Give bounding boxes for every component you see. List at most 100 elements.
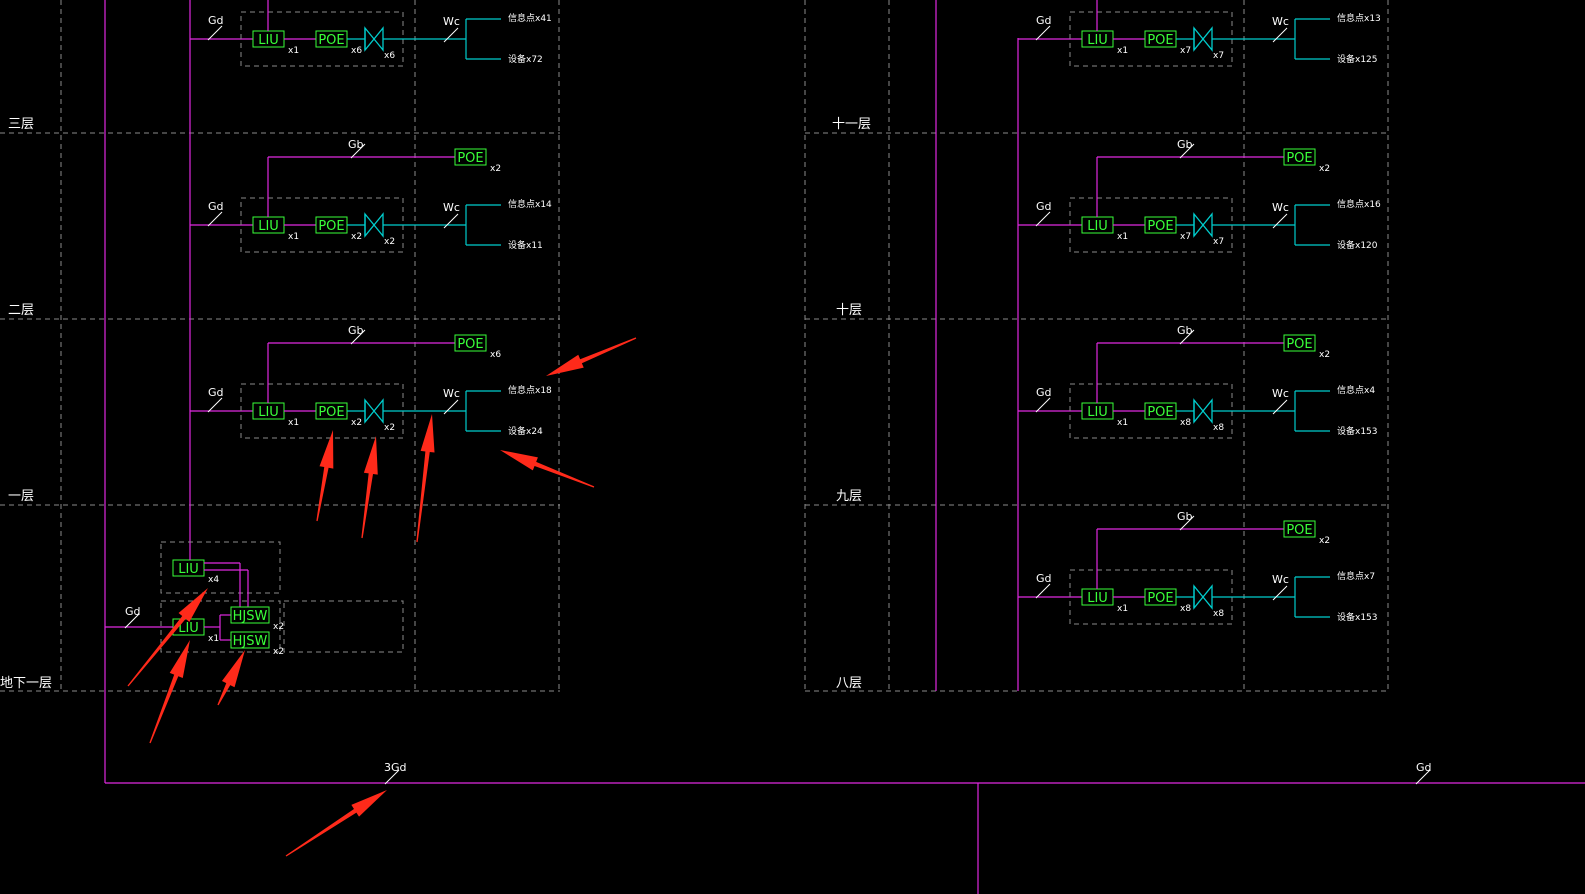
gb-label: Gb [1177,324,1193,337]
outlet-info-points: 信息点x14 [508,198,552,210]
poe-label: POE [318,33,344,48]
wc-tick [1272,27,1288,43]
gd-tick [207,211,223,227]
floor-label-2: 二层 [8,303,34,318]
gb-label: Gb [348,324,364,337]
sw-qty: x6 [384,51,395,61]
gb-poe-label: POE [1286,337,1312,352]
gb-poe-label: POE [1286,523,1312,538]
floor-label-8: 八层 [836,676,862,691]
sw-qty: x8 [1213,609,1224,619]
outlet-info-points: 信息点x18 [508,384,552,396]
basement-liu-top-qty: x4 [208,575,219,585]
gb-poe-qty: x2 [1319,164,1330,174]
liu-label: LIU [1087,219,1108,234]
gd-label: Gd [1036,14,1052,27]
liu-qty: x1 [1117,604,1128,614]
red-arrow-icon [217,650,245,706]
sw-qty: x7 [1213,51,1224,61]
trunk-tick-right [1415,769,1431,785]
hjsw-2-box [230,631,270,649]
gd-label: Gd [1036,572,1052,585]
gb-poe-label: POE [457,151,483,166]
gd-label: Gd [1036,200,1052,213]
outlet-info-points: 信息点x16 [1337,198,1381,210]
gd-label: Gd [208,386,224,399]
poe-qty: x2 [351,418,362,428]
gb-poe-box [454,148,487,166]
poe-label: POE [1147,591,1173,606]
sw-qty: x2 [384,237,395,247]
bowtie-switch-icon [1193,212,1213,238]
gb-tick [350,329,366,345]
red-arrow-icon [500,450,595,488]
gb-poe-label: POE [457,337,483,352]
liu-label: LIU [1087,405,1108,420]
poe-label: POE [1147,219,1173,234]
hjsw-1-label: HJSW [233,609,268,624]
liu-qty: x1 [1117,418,1128,428]
floor-label-b1: 地下一层 [0,676,52,691]
poe-label: POE [318,405,344,420]
liu-label: LIU [258,219,279,234]
trunk-label-left: 3Gd [384,761,407,774]
basement-liu-bottom-qty: x1 [208,634,219,644]
gb-poe-box [1283,148,1316,166]
poe-qty: x6 [351,46,362,56]
basement-liu-bottom-label: LIU [178,621,199,636]
red-arrow-icon [546,337,637,376]
poe-label: POE [318,219,344,234]
poe-label: POE [1147,405,1173,420]
gd-tick [207,397,223,413]
wc-tick [1272,399,1288,415]
basement-frame-top [160,541,281,594]
gb-label: Gb [348,138,364,151]
basement-gd-label: Gd [125,605,141,618]
gb-label: Gb [1177,138,1193,151]
outlet-devices: 设备x125 [1337,53,1378,65]
liu-qty: x1 [288,418,299,428]
wc-label: Wc [443,201,460,214]
gd-tick [1035,25,1051,41]
red-arrow-icon [361,436,378,539]
poe-qty: x2 [351,232,362,242]
wc-tick [443,399,459,415]
gb-tick [350,143,366,159]
red-arrow-icon [285,790,387,857]
poe-label: POE [1147,33,1173,48]
sw-qty: x8 [1213,423,1224,433]
wc-label: Wc [1272,573,1289,586]
wc-label: Wc [443,387,460,400]
wc-tick [443,213,459,229]
outlet-info-points: 信息点x41 [508,12,552,24]
liu-label: LIU [1087,591,1108,606]
gb-tick [1179,143,1195,159]
wc-tick [1272,585,1288,601]
trunk-tick-left [384,769,400,785]
outlet-devices: 设备x120 [1337,239,1378,251]
trunk-label-right: Gd [1416,761,1432,774]
liu-label: LIU [258,405,279,420]
basement-liu-top-label: LIU [178,562,199,577]
outlet-devices: 设备x153 [1337,611,1378,623]
wc-tick [443,27,459,43]
poe-qty: x7 [1180,46,1191,56]
wc-tick [1272,213,1288,229]
gb-label: Gb [1177,510,1193,523]
gb-tick [1179,329,1195,345]
floor-label-11: 十一层 [832,117,871,132]
gd-tick [1035,583,1051,599]
wc-label: Wc [1272,387,1289,400]
outlet-devices: 设备x153 [1337,425,1378,437]
hjsw-2-qty: x2 [273,647,284,657]
liu-label: LIU [1087,33,1108,48]
gb-poe-box [1283,520,1316,538]
bowtie-switch-icon [364,26,384,52]
red-arrow-icon [149,640,190,744]
floor-label-1: 一层 [8,489,34,504]
poe-qty: x7 [1180,232,1191,242]
gb-poe-box [1283,334,1316,352]
gd-label: Gd [208,200,224,213]
liu-qty: x1 [288,232,299,242]
